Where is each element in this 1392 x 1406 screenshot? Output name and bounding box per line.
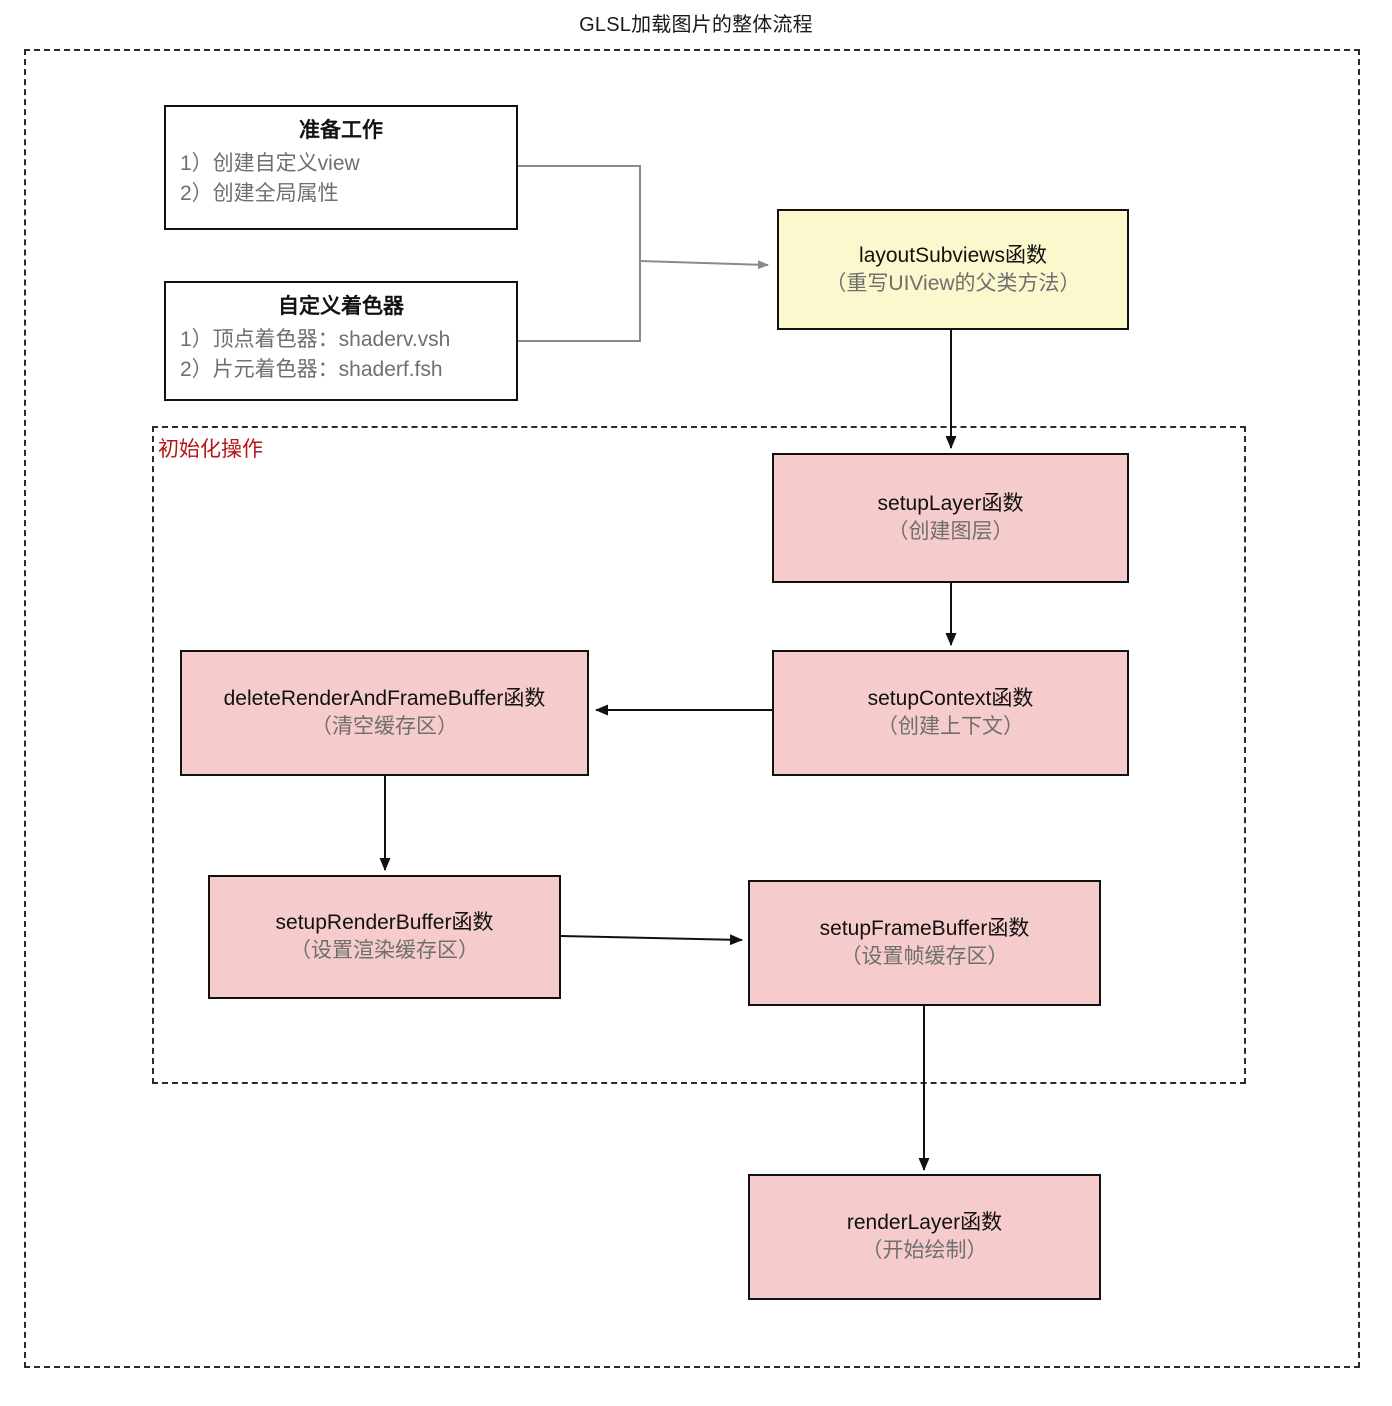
outer-dashed-container: [24, 49, 1360, 1368]
node-delete-render-and-frame-buffer-subtitle: （清空缓存区）: [311, 715, 458, 738]
node-custom-shader[interactable]: 自定义着色器 1）顶点着色器：shaderv.vsh 2）片元着色器：shade…: [164, 281, 518, 401]
connector-prepare-to-bracket: [518, 165, 641, 260]
node-layout-subviews-subtitle: （重写UIView的父类方法）: [825, 271, 1081, 295]
node-delete-render-and-frame-buffer[interactable]: deleteRenderAndFrameBuffer函数 （清空缓存区）: [180, 650, 589, 776]
initialization-dashed-container: [152, 426, 1246, 1084]
node-setup-frame-buffer[interactable]: setupFrameBuffer函数 （设置帧缓存区）: [748, 880, 1101, 1006]
node-prepare-line-1: 1）创建自定义view: [180, 151, 360, 175]
node-setup-layer[interactable]: setupLayer函数 （创建图层）: [772, 453, 1129, 583]
node-delete-render-and-frame-buffer-title: deleteRenderAndFrameBuffer函数: [223, 687, 546, 711]
node-custom-shader-line-1: 1）顶点着色器：shaderv.vsh: [180, 327, 451, 351]
node-custom-shader-title: 自定义着色器: [278, 295, 404, 318]
node-setup-context-title: setupContext函数: [867, 687, 1034, 711]
node-setup-layer-subtitle: （创建图层）: [887, 520, 1014, 543]
node-prepare-title: 准备工作: [299, 119, 383, 142]
node-render-layer-subtitle: （开始绘制）: [861, 1239, 988, 1262]
node-prepare-line-2: 2）创建全局属性: [180, 181, 339, 205]
node-setup-frame-buffer-title: setupFrameBuffer函数: [819, 917, 1030, 941]
connector-setup-render-buffer-to-setup-frame-buffer: [560, 934, 743, 946]
node-render-layer-title: renderLayer函数: [846, 1211, 1003, 1235]
node-setup-context[interactable]: setupContext函数 （创建上下文）: [772, 650, 1129, 776]
node-render-layer[interactable]: renderLayer函数 （开始绘制）: [748, 1174, 1101, 1300]
node-layout-subviews-title: layoutSubviews函数: [859, 243, 1047, 267]
node-layout-subviews[interactable]: layoutSubviews函数 （重写UIView的父类方法）: [777, 209, 1129, 330]
node-prepare[interactable]: 准备工作 1）创建自定义view 2）创建全局属性: [164, 105, 518, 230]
connector-bracket-to-layout-subviews: [639, 260, 769, 270]
node-setup-render-buffer[interactable]: setupRenderBuffer函数 （设置渲染缓存区）: [208, 875, 561, 999]
node-setup-context-subtitle: （创建上下文）: [877, 715, 1024, 738]
node-setup-frame-buffer-subtitle: （设置帧缓存区）: [840, 945, 1009, 968]
page-title: GLSL加载图片的整体流程: [579, 14, 813, 36]
node-setup-render-buffer-title: setupRenderBuffer函数: [275, 911, 494, 935]
connector-shader-to-bracket: [518, 260, 641, 342]
node-custom-shader-line-2: 2）片元着色器：shaderf.fsh: [180, 357, 443, 381]
initialization-group-label: 初始化操作: [158, 438, 263, 461]
node-setup-render-buffer-subtitle: （设置渲染缓存区）: [290, 939, 479, 962]
node-setup-layer-title: setupLayer函数: [877, 492, 1024, 516]
